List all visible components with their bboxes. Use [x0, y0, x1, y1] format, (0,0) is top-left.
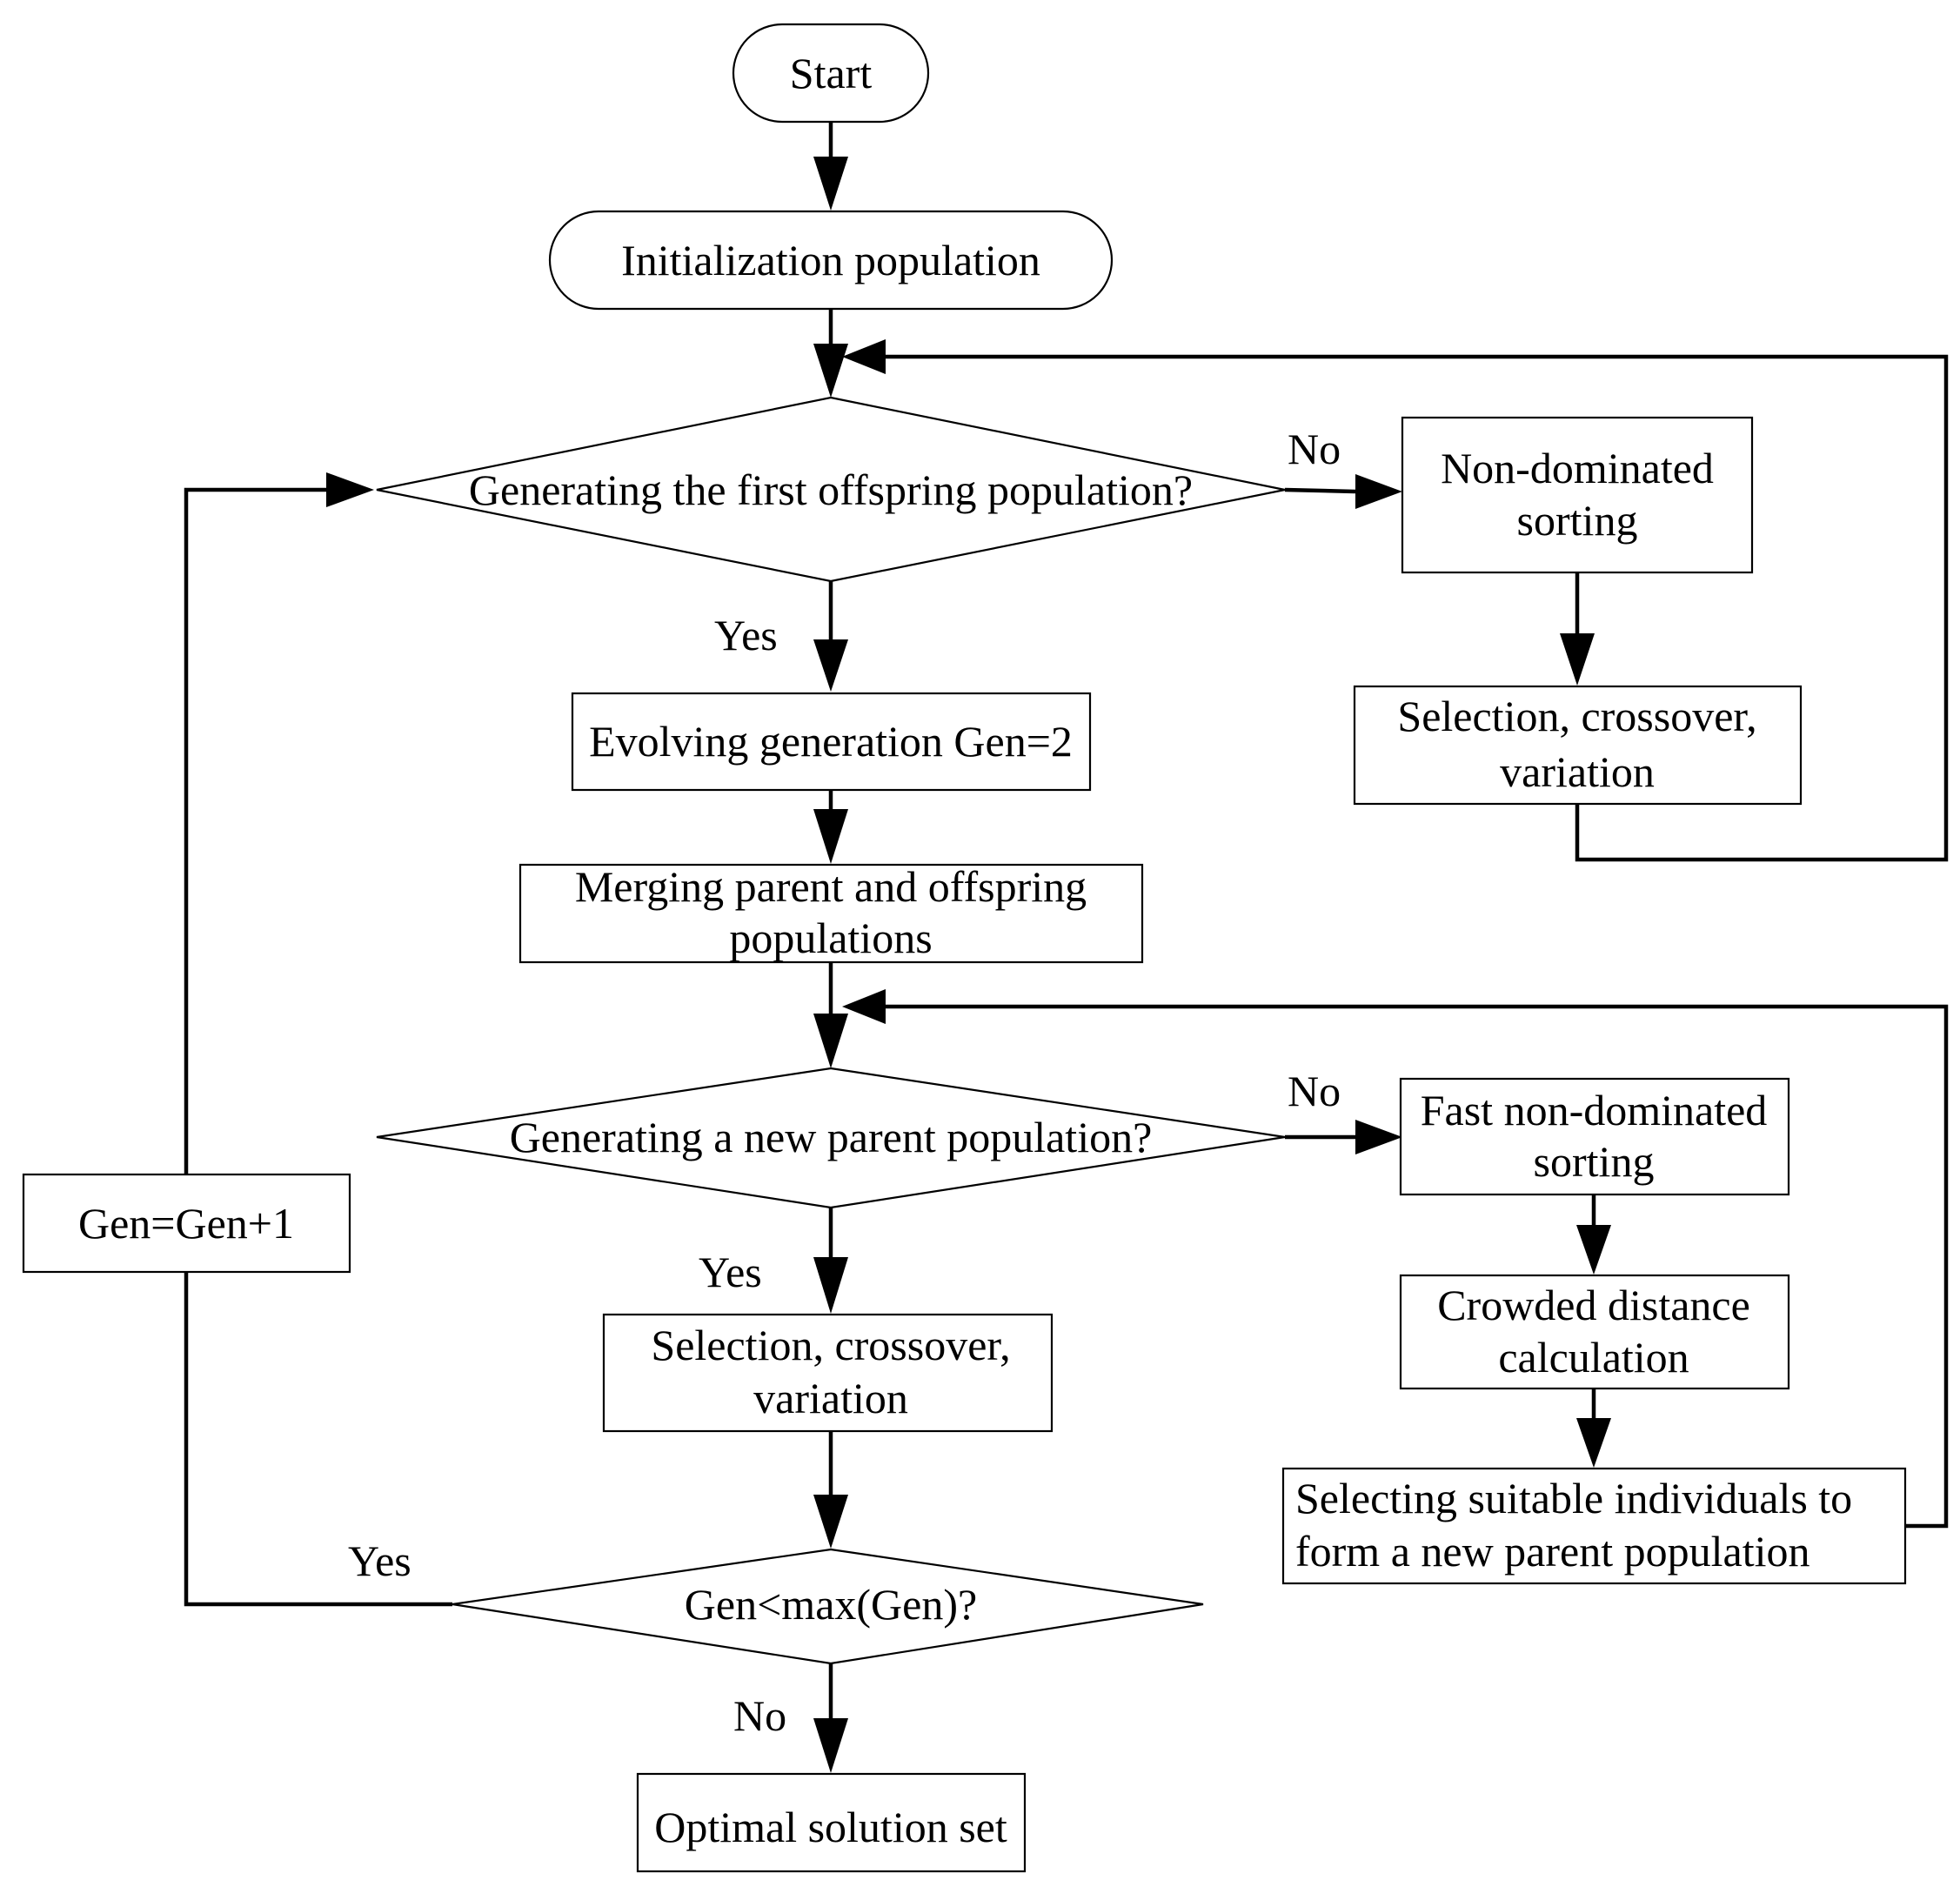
init-label: Initialization population	[621, 236, 1040, 284]
selecting-suitable-line-1: Selecting suitable individuals to	[1295, 1474, 1852, 1522]
selection-mid-line-2: variation	[753, 1374, 908, 1422]
merging-line-1: Merging parent and offspring	[575, 862, 1087, 911]
edge-first-decision-no	[1284, 487, 1356, 494]
arrowheads	[326, 157, 1611, 1773]
edge-label-max-gen-yes: Yes	[348, 1536, 411, 1585]
non-dominated-sorting-line-1: Non-dominated	[1441, 444, 1714, 492]
gen-increment-label: Gen=Gen+1	[78, 1199, 294, 1248]
fast-non-dominated-sorting-node: Fast non-dominated sorting	[1399, 1077, 1790, 1196]
arrowhead-left-icon	[842, 339, 886, 374]
gen-increment-node: Gen=Gen+1	[22, 1173, 351, 1274]
selection-top-node: Selection, crossover, variation	[1353, 685, 1803, 806]
init-node: Initialization population	[548, 210, 1114, 311]
non-dominated-sorting-node: Non-dominated sorting	[1401, 416, 1754, 574]
decision-max-gen-label: Gen<max(Gen)?	[685, 1580, 977, 1629]
selection-mid-node: Selection, crossover, variation	[602, 1313, 1054, 1433]
decision-max-gen: Gen<max(Gen)?	[452, 1548, 1204, 1665]
arrowhead-down-icon	[813, 157, 848, 211]
edge-selecting-loop-back	[879, 1004, 1949, 1529]
start-node: Start	[732, 23, 930, 124]
evolving-generation-node: Evolving generation Gen=2	[571, 692, 1092, 792]
edge-labels: No Yes No Yes Yes No	[348, 425, 1341, 1740]
decision-new-parent: Generating a new parent population?	[376, 1067, 1286, 1209]
arrowhead-down-icon	[1576, 1225, 1611, 1275]
arrowhead-left-icon	[842, 989, 886, 1024]
start-label: Start	[790, 49, 873, 97]
arrowhead-down-icon	[813, 639, 848, 692]
non-dominated-sorting-line-2: sorting	[1517, 496, 1638, 545]
decision-first-offspring-label: Generating the first offspring populatio…	[469, 465, 1193, 514]
crowded-distance-line-1: Crowded distance	[1437, 1281, 1750, 1329]
connectors	[184, 122, 1949, 1718]
edge-label-new-parent-yes: Yes	[699, 1248, 762, 1296]
arrowhead-down-icon	[813, 1257, 848, 1314]
arrowhead-down-icon	[813, 344, 848, 398]
crowded-distance-line-2: calculation	[1498, 1333, 1689, 1382]
selection-top-line-1: Selection, crossover,	[1397, 692, 1756, 740]
arrowhead-down-icon	[1560, 633, 1595, 686]
edge-label-max-gen-no: No	[733, 1691, 786, 1740]
decision-first-offspring: Generating the first offspring populatio…	[376, 396, 1286, 583]
optimal-solution-label: Optimal solution set	[654, 1803, 1007, 1851]
optimal-solution-node: Optimal solution set	[636, 1772, 1027, 1873]
fast-nds-line-1: Fast non-dominated	[1421, 1086, 1768, 1134]
arrowhead-right-icon	[1355, 474, 1402, 509]
decision-new-parent-label: Generating a new parent population?	[510, 1113, 1153, 1161]
edge-label-first-yes: Yes	[714, 611, 778, 659]
evolving-generation-label: Evolving generation Gen=2	[589, 717, 1073, 766]
arrowhead-down-icon	[813, 809, 848, 864]
merging-line-2: populations	[729, 913, 932, 962]
arrowhead-down-icon	[1576, 1418, 1611, 1468]
selecting-suitable-line-2: form a new parent population	[1295, 1527, 1809, 1576]
arrowhead-right-icon	[1355, 1120, 1402, 1154]
edge-selection-top-loop-back	[879, 354, 1949, 862]
fast-nds-line-2: sorting	[1534, 1137, 1655, 1186]
arrowhead-down-icon	[813, 1718, 848, 1773]
edge-label-first-no: No	[1288, 425, 1341, 473]
selecting-suitable-node: Selecting suitable individuals to form a…	[1281, 1467, 1907, 1585]
edge-max-gen-yes	[184, 487, 452, 1607]
arrowhead-right-icon	[326, 472, 374, 507]
merging-node: Merging parent and offspring populations	[518, 862, 1144, 964]
edge-label-new-parent-no: No	[1288, 1067, 1341, 1115]
arrowhead-down-icon	[813, 1014, 848, 1068]
crowded-distance-node: Crowded distance calculation	[1399, 1274, 1790, 1390]
selection-top-line-2: variation	[1500, 747, 1655, 796]
selection-mid-line-1: Selection, crossover,	[651, 1321, 1010, 1369]
arrowhead-down-icon	[813, 1495, 848, 1549]
